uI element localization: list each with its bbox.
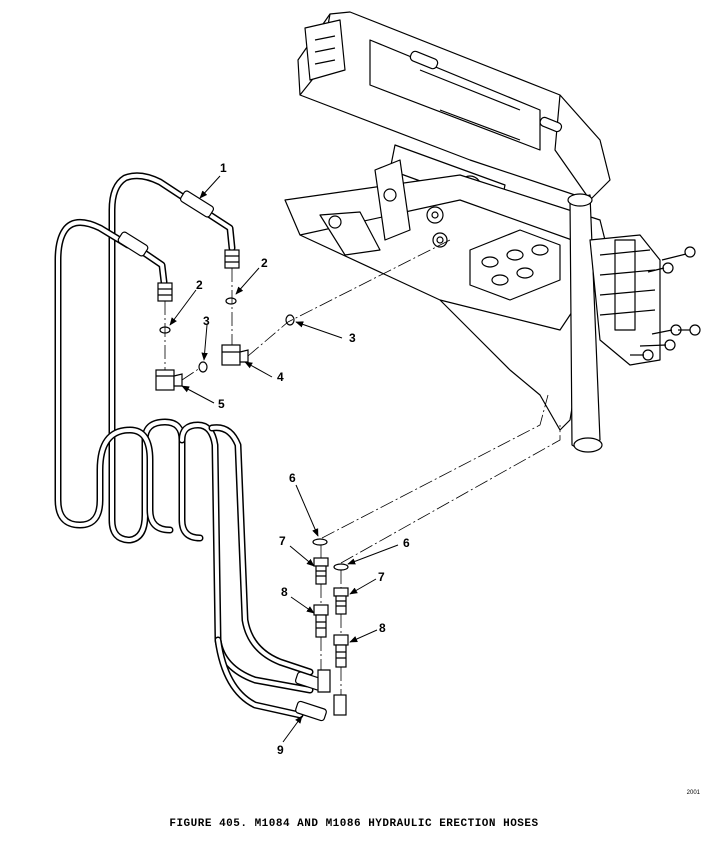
o-ring-item-2-right — [225, 297, 237, 305]
hose-end-fitting-2 — [117, 231, 149, 257]
callout-labels: 1 2 2 3 3 4 5 6 6 7 7 8 8 9 — [196, 161, 410, 757]
callout-2-upper: 2 — [261, 256, 268, 270]
elbow-fitting-item-5 — [155, 369, 183, 391]
callout-6-left: 6 — [289, 471, 296, 485]
callout-6-right: 6 — [403, 536, 410, 550]
o-ring-item-6-right — [333, 563, 349, 571]
callout-7-left: 7 — [279, 534, 286, 548]
callout-8-right: 8 — [379, 621, 386, 635]
callout-2-lower: 2 — [196, 278, 203, 292]
hose-end-fitting-1 — [179, 190, 215, 218]
adapter-item-8-left — [313, 604, 329, 638]
hose-1 — [108, 172, 204, 544]
adapter-item-7-right — [333, 587, 349, 615]
callout-7-right: 7 — [378, 570, 385, 584]
callout-3-right: 3 — [349, 331, 356, 345]
o-ring-item-3-left — [198, 361, 208, 373]
assembly-centerlines — [164, 239, 561, 695]
figure-id-number: 2001 — [686, 790, 700, 796]
hose-end-fitting-item-9-elbow — [294, 669, 331, 693]
callout-9: 9 — [277, 743, 284, 757]
callout-4: 4 — [277, 370, 284, 384]
callout-8-left: 8 — [281, 585, 288, 599]
o-ring-item-6-left — [312, 538, 328, 546]
elbow-fitting-item-4 — [221, 344, 249, 366]
figure-caption: FIGURE 405. M1084 AND M1086 HYDRAULIC ER… — [169, 818, 539, 830]
hose-end-fitting-item-9-straight — [295, 694, 347, 722]
adapter-item-7-left — [313, 557, 329, 585]
adapter-item-8-right — [333, 634, 349, 668]
callout-1: 1 — [220, 161, 227, 175]
hose-lines — [54, 172, 314, 719]
nut-fitting-upper-left — [157, 282, 173, 302]
nut-fitting-upper-right — [224, 249, 240, 269]
crane-frame-assembly — [284, 11, 701, 453]
callout-leaders — [169, 175, 399, 743]
callout-5: 5 — [218, 397, 225, 411]
callout-3-left: 3 — [203, 314, 210, 328]
bolt-group — [630, 246, 701, 361]
fittings — [117, 190, 349, 722]
